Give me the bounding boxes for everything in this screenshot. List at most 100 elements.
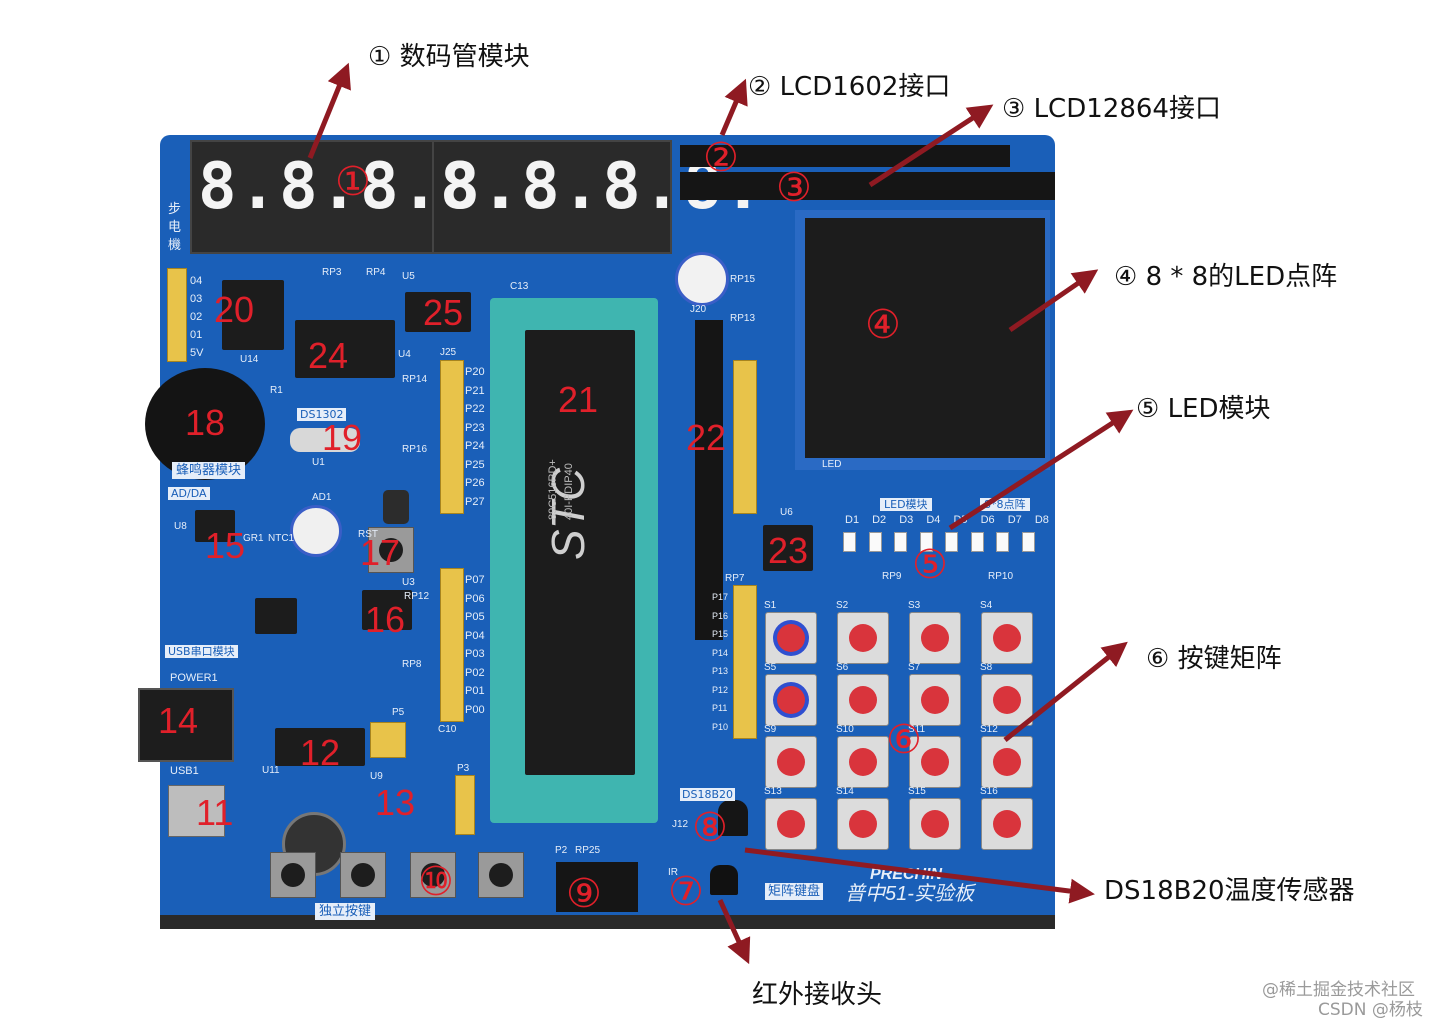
matrix-key-s14[interactable]: S14 — [836, 787, 889, 850]
matrix-key-s16[interactable]: S16 — [980, 787, 1033, 850]
marker-3: ③ — [776, 166, 812, 210]
matrix-key-label: S6 — [836, 662, 849, 673]
power-label: POWER1 — [170, 672, 218, 684]
adda-label: AD/DA — [168, 487, 210, 500]
matrix-key-s1[interactable]: S1 — [764, 601, 817, 664]
segment-digits-left: 8.8.8.8. — [198, 150, 523, 224]
ref-j20: J20 — [690, 304, 707, 315]
independent-keys-label: 独立按键 — [315, 903, 376, 920]
board-edge — [160, 915, 1055, 929]
p1-header[interactable] — [733, 585, 757, 739]
key-cap — [921, 810, 949, 838]
matrix-key-s2[interactable]: S2 — [836, 601, 889, 664]
ref-rp15: RP15 — [730, 274, 756, 285]
dot-matrix-led — [805, 218, 1045, 458]
crystal — [290, 428, 360, 452]
matrix-key-s10[interactable]: S10 — [836, 725, 889, 788]
chip-u14 — [222, 280, 284, 350]
p0-header[interactable] — [440, 568, 464, 722]
ir-receiver — [710, 865, 738, 895]
seven-segment-display-right — [432, 140, 672, 254]
matrix-key-s3[interactable]: S3 — [908, 601, 961, 664]
marker-9: ⑨ — [566, 872, 602, 916]
power-select-header[interactable] — [455, 775, 475, 835]
power-switch[interactable] — [138, 688, 234, 762]
key-cap — [993, 686, 1021, 714]
independent-key-k3[interactable] — [410, 852, 456, 898]
matrix-keys-label: 矩阵键盘 — [765, 883, 824, 900]
ref-ir: IR — [668, 867, 678, 878]
marker-10: ⑩ — [418, 860, 454, 904]
matrix-key-label: S3 — [908, 600, 921, 611]
matrix-key-s9[interactable]: S9 — [764, 725, 817, 788]
chip-u4 — [295, 320, 395, 378]
led-d2 — [868, 532, 882, 552]
ref-u3: U3 — [402, 577, 415, 588]
reset-button[interactable] — [368, 527, 414, 573]
jumper-header-left[interactable] — [167, 268, 187, 362]
ref-rp9: RP9 — [882, 571, 902, 582]
marker-16: 16 — [365, 599, 406, 640]
led-d5 — [945, 532, 958, 552]
callout-lcd12864: ③ LCD12864接口 — [1002, 94, 1221, 124]
board-name: 普中51-实验板 — [845, 883, 974, 905]
j29-header[interactable] — [733, 360, 757, 514]
matrix-key-s5[interactable]: S5 — [764, 663, 817, 726]
matrix-key-label: S7 — [908, 662, 921, 673]
ds18b20-box-label: DS18B20 — [680, 788, 735, 801]
key-cap — [921, 686, 949, 714]
marker-7: ⑦ — [668, 870, 704, 914]
marker-1: ① — [335, 160, 371, 204]
p2-header[interactable] — [440, 360, 464, 514]
marker-18: 18 — [185, 402, 226, 443]
ref-u9: U9 — [370, 771, 383, 782]
key-cap — [993, 810, 1021, 838]
independent-key-k1[interactable] — [270, 852, 316, 898]
marker-15: 15 — [205, 525, 246, 566]
matrix-key-s7[interactable]: S7 — [908, 663, 961, 726]
chip-text-model: 89C516RD+ — [547, 459, 559, 520]
matrix-key-label: S9 — [764, 724, 777, 735]
chip-adc — [255, 598, 297, 634]
key-cap — [921, 748, 949, 776]
matrix-key-label: S5 — [764, 662, 777, 673]
key-cap — [777, 624, 805, 652]
callout-ds18b20: DS18B20温度传感器 — [1104, 876, 1355, 906]
matrix-key-s13[interactable]: S13 — [764, 787, 817, 850]
ref-p3: P3 — [457, 763, 470, 774]
ref-ad1: AD1 — [312, 492, 332, 503]
matrix-key-s15[interactable]: S15 — [908, 787, 961, 850]
uart-jumper[interactable] — [370, 722, 406, 758]
ref-ntc1: NTC1 — [268, 533, 295, 544]
ref-c10: C10 — [438, 724, 457, 735]
independent-key-k4[interactable] — [478, 852, 524, 898]
chip-text-package: 40I-PDIP40 — [563, 463, 575, 520]
matrix-key-label: S12 — [980, 724, 998, 735]
chip-u3 — [362, 590, 412, 630]
matrix-key-s12[interactable]: S12 — [980, 725, 1033, 788]
matrix-key-s11[interactable]: S11 — [908, 725, 961, 788]
ref-rp13: RP13 — [730, 313, 756, 324]
micro-usb-port[interactable] — [168, 785, 225, 837]
independent-key-k2[interactable] — [340, 852, 386, 898]
buzzer-module-label: 蜂鸣器模块 — [172, 462, 246, 479]
matrix-key-label: S4 — [980, 600, 993, 611]
callout-dot-matrix: ④ 8 * 8的LED点阵 — [1114, 262, 1338, 292]
ad-potentiometer[interactable] — [290, 505, 342, 557]
marker-24: 24 — [308, 335, 349, 376]
chip-u5 — [405, 292, 471, 332]
ref-rp4: RP4 — [366, 267, 386, 278]
marker-6: ⑥ — [886, 718, 922, 762]
led-names: D1 D2 D3 D4 D5 D6 D7 D8 — [845, 514, 1049, 526]
matrix-key-s6[interactable]: S6 — [836, 663, 889, 726]
matrix-key-s8[interactable]: S8 — [980, 663, 1033, 726]
step-motor-label: 步电機 — [168, 201, 182, 252]
marker-23: 23 — [768, 530, 809, 571]
potentiometer[interactable] — [675, 252, 729, 306]
ref-u11: U11 — [262, 765, 280, 776]
matrix-key-s4[interactable]: S4 — [980, 601, 1033, 664]
led-d3 — [894, 532, 907, 552]
key-cap — [849, 810, 877, 838]
ref-rst: RST — [358, 529, 378, 540]
buzzer — [145, 368, 265, 480]
